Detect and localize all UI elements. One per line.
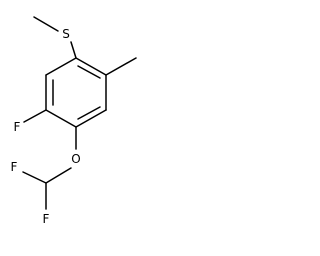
fluorine-atom-label-upper: F <box>11 160 18 174</box>
ring-fluorine-group: F <box>14 109 47 134</box>
bond-s-methyl <box>33 16 59 32</box>
bond-cf2-f-upper <box>22 171 47 184</box>
ring-bond-c6-c1 <box>45 57 77 76</box>
ring-bond-c3-c4 <box>75 109 107 128</box>
methylthio-group: S <box>33 16 77 59</box>
difluoromethoxy-group: O F F <box>11 126 81 226</box>
fluorine-atom-label-lower: F <box>43 212 50 226</box>
ring-double-bond-c3-c4 <box>77 106 101 120</box>
sulfur-atom-label: S <box>62 27 70 41</box>
oxygen-atom-label: O <box>71 152 80 166</box>
bond-c1-s <box>70 41 77 59</box>
ring-double-bond-c1-c2 <box>77 65 101 79</box>
ring-bond-c4-c5 <box>45 109 77 128</box>
bond-o-cf2 <box>45 167 72 184</box>
ring-bond-c1-c2 <box>75 57 107 76</box>
chemical-structure-diagram: S F O F F <box>11 16 137 226</box>
fluorine-atom-label-ring: F <box>14 120 21 134</box>
benzene-ring <box>45 57 107 128</box>
bond-c2-methyl <box>105 57 137 76</box>
bond-c5-f <box>23 109 47 123</box>
